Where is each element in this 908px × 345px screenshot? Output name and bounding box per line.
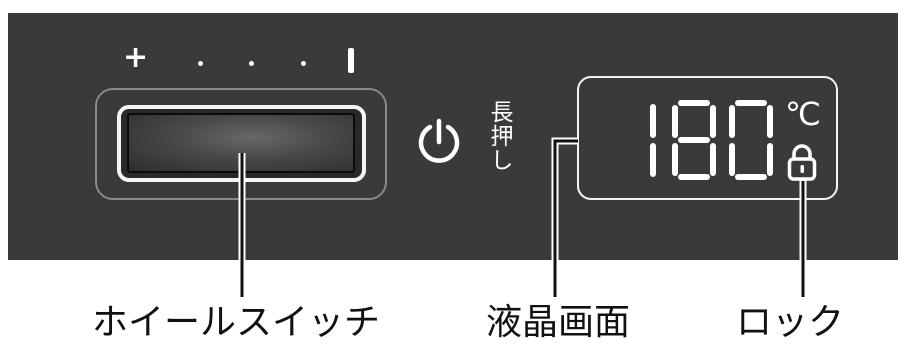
scale-dot <box>198 61 203 66</box>
scale-dot <box>301 61 306 66</box>
wheel-switch-label: ホイールスイッチ <box>92 302 381 343</box>
padlock-icon <box>787 144 817 181</box>
scale-minus-mark <box>348 48 354 73</box>
scale-dot <box>249 61 254 66</box>
lock-label: ロック <box>736 302 845 343</box>
segment-digit-1 <box>650 104 656 177</box>
lcd-screen-label: 液晶画面 <box>486 302 631 343</box>
long-press-note: 長押し <box>486 100 512 172</box>
temperature-unit: ℃ <box>785 95 821 133</box>
temperature-display <box>650 100 817 181</box>
lcd-callout-line <box>551 137 578 260</box>
scale-plus-mark: + <box>123 40 149 75</box>
segment-digit-8 <box>672 100 716 180</box>
lcd-callout-line <box>553 139 578 297</box>
segment-digit-0 <box>729 100 773 180</box>
power-icon[interactable] <box>414 118 464 168</box>
